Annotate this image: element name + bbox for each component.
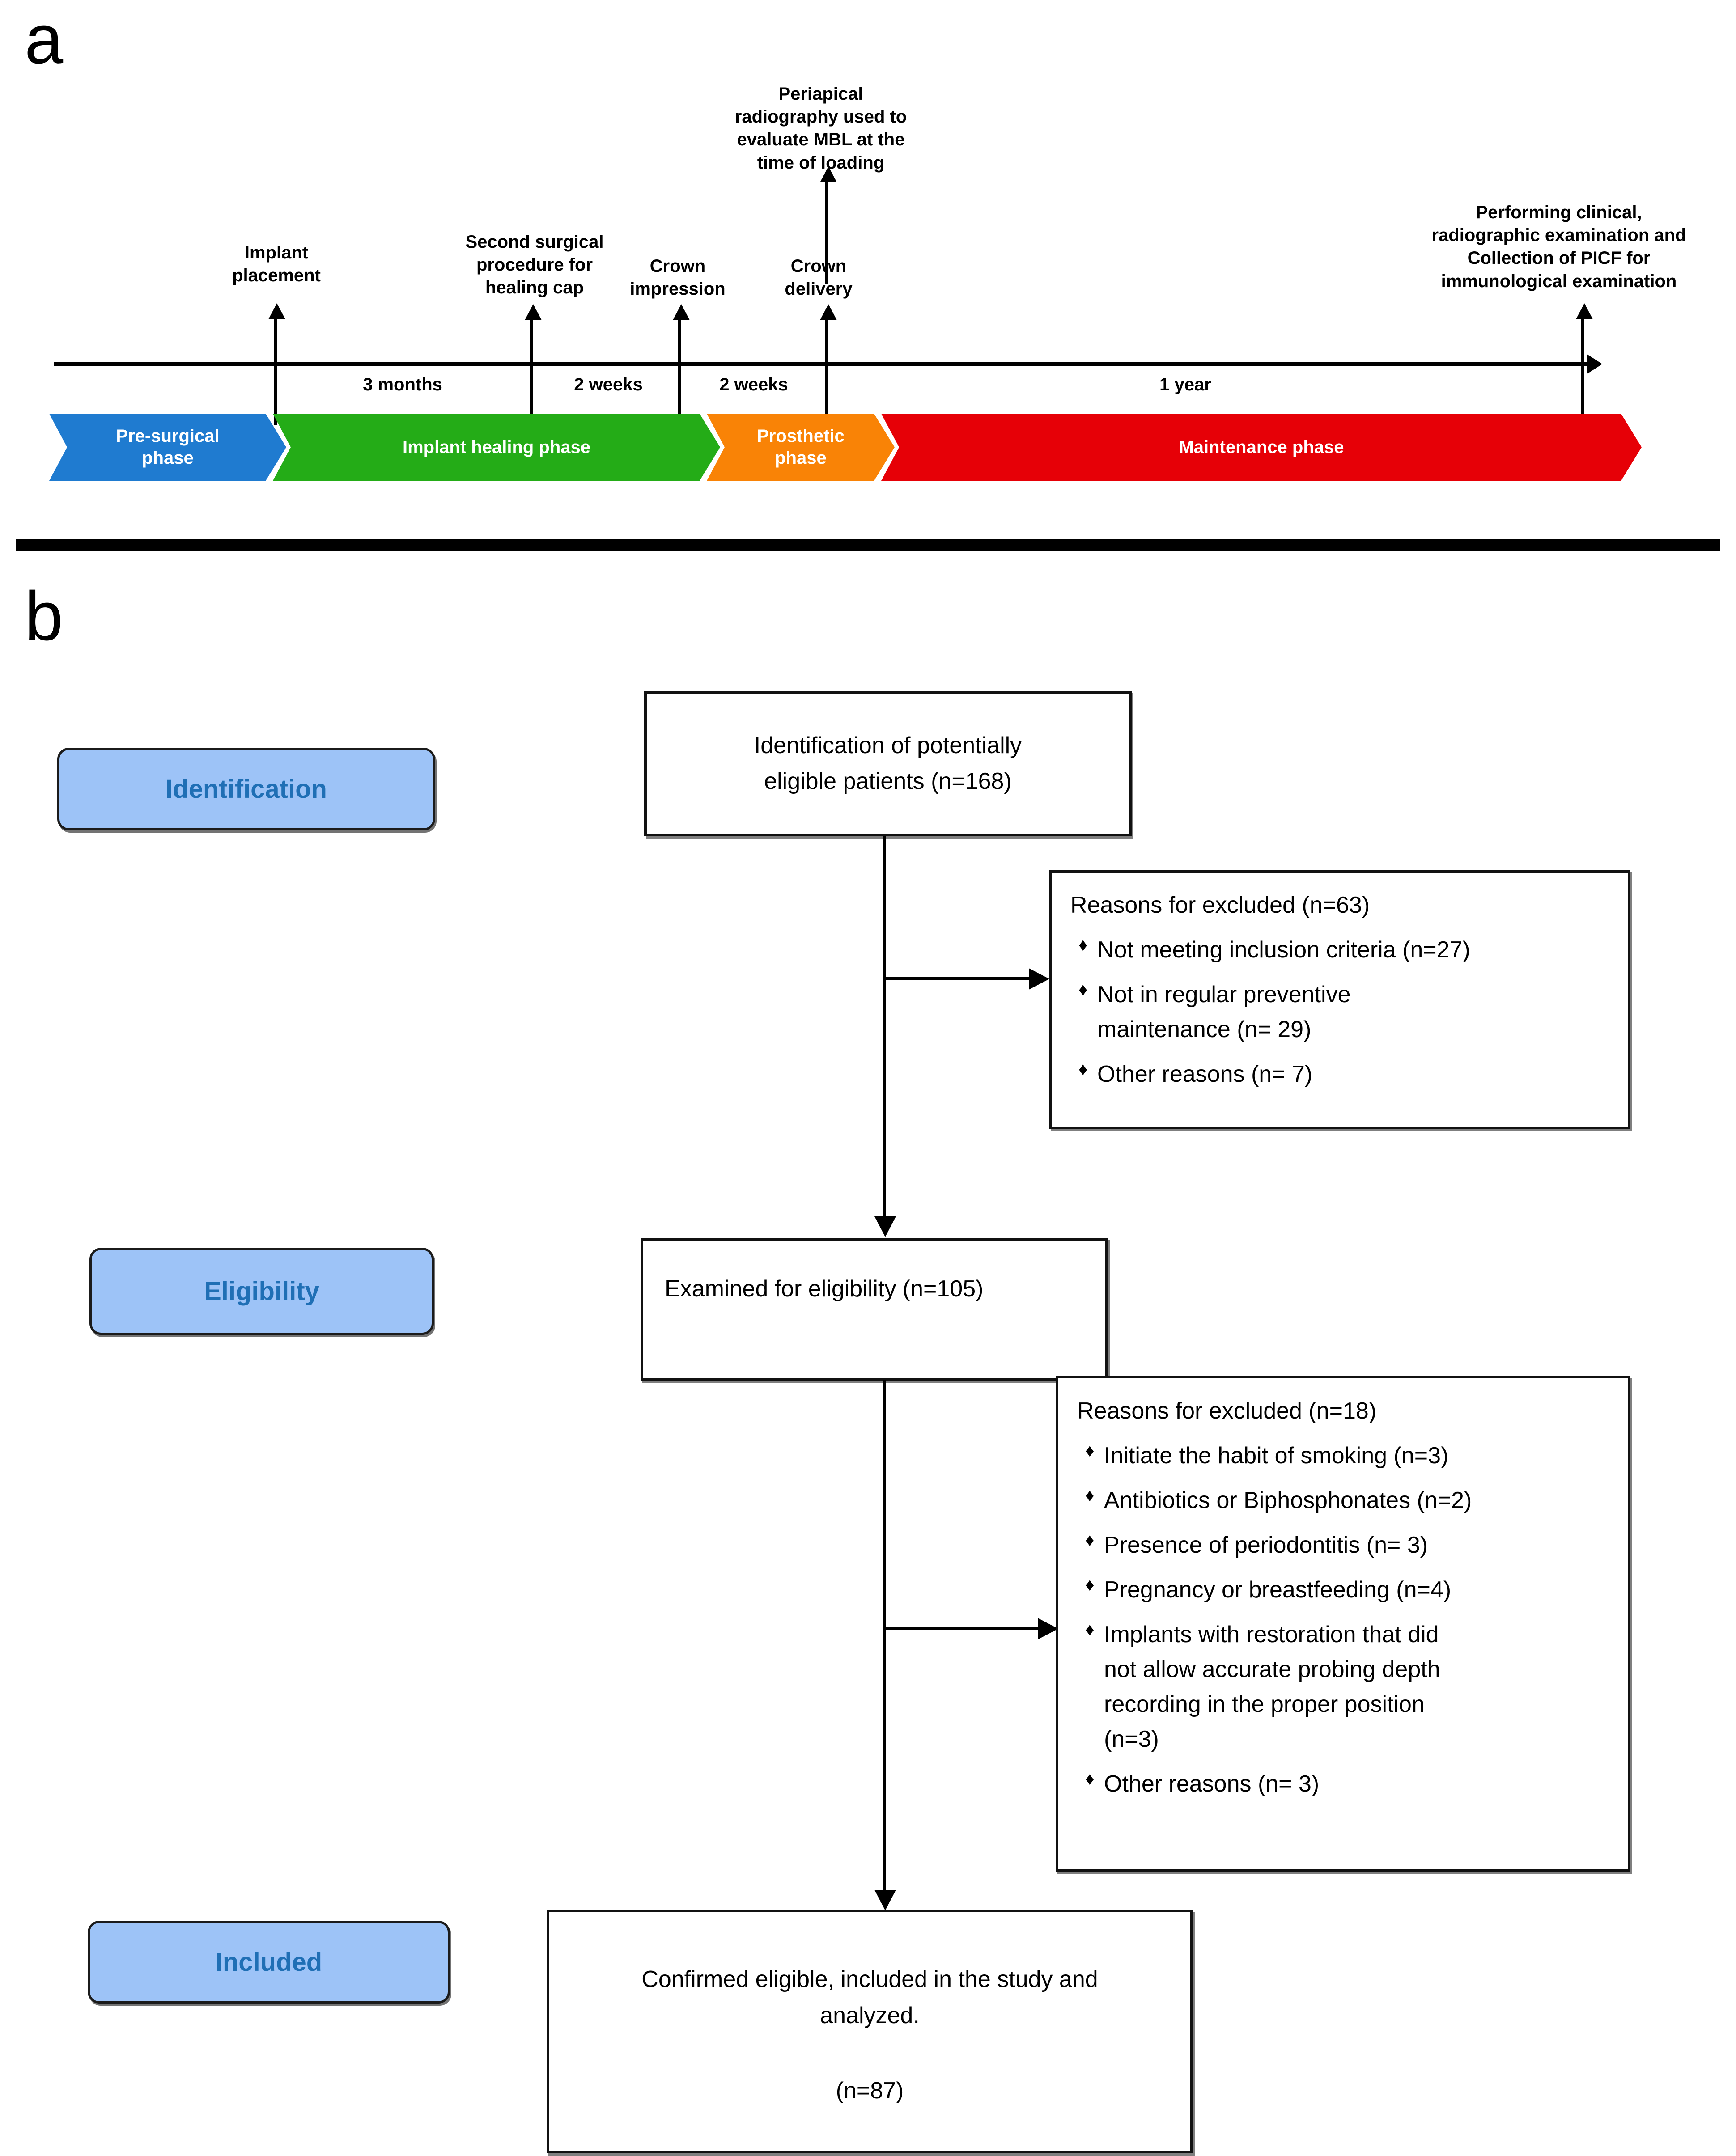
diamond-bullet-icon: ♦ (1085, 1530, 1095, 1550)
list-item: ♦ Antibiotics or Biphosphonates (n=2) (1074, 1483, 1614, 1518)
list-item-text: Antibiotics or Biphosphonates (n=2) (1104, 1487, 1472, 1513)
stage-badge-included-label: Included (215, 1948, 323, 1977)
timeline-duration-2-weeks-1: 2 weeks (574, 375, 643, 394)
timeline-tick-arrow-final-examination (1576, 303, 1593, 319)
timeline-tick-final-examination (1581, 318, 1584, 425)
box-examined-text: Examined for eligibility (n=105) (665, 1276, 984, 1302)
list-item-text: Not in regular preventive maintenance (n… (1097, 982, 1351, 1042)
phase-chevron-prosthetic: Prosthetic phase (707, 414, 895, 481)
connector-identification-to-examined (883, 836, 886, 1216)
box-excluded-1-list: ♦ Not meeting inclusion criteria (n=27) … (1068, 932, 1614, 1092)
timeline-tick-crown-impression (678, 318, 681, 425)
stage-badge-identification[interactable]: Identification (57, 748, 435, 830)
phase-label-implant-healing: Implant healing phase (402, 437, 591, 457)
list-item-text: Not meeting inclusion criteria (n=27) (1097, 937, 1470, 963)
box-excluded-2-heading: Reasons for excluded (n=18) (1077, 1398, 1377, 1424)
timeline-tick-crown-delivery (825, 318, 828, 425)
connector-arrow-to-excluded-2 (1038, 1618, 1058, 1639)
list-item: ♦ Other reasons (n= 7) (1068, 1057, 1614, 1092)
box-included-line-1: Confirmed eligible, included in the stud… (641, 1966, 1098, 1992)
panel-divider (16, 539, 1720, 551)
connector-to-excluded-1 (883, 977, 1031, 980)
box-excluded-2-list: ♦ Initiate the habit of smoking (n=3) ♦ … (1074, 1438, 1614, 1801)
diamond-bullet-icon: ♦ (1078, 935, 1088, 955)
phase-label-pre-surgical: Pre-surgical phase (116, 426, 220, 468)
box-included-analyzed[interactable]: Confirmed eligible, included in the stud… (547, 1910, 1193, 2153)
timeline-label-final-examination: Performing clinical, radiographic examin… (1431, 203, 1686, 291)
phase-chevron-maintenance: Maintenance phase (881, 414, 1642, 481)
panel-b-letter: b (25, 577, 64, 655)
diamond-bullet-icon: ♦ (1085, 1441, 1095, 1461)
connector-to-excluded-2 (883, 1627, 1040, 1630)
list-item: ♦ Pregnancy or breastfeeding (n=4) (1074, 1572, 1614, 1607)
timeline-duration-3-months: 3 months (363, 375, 442, 394)
timeline-tick-arrow-crown-impression (673, 304, 690, 320)
box-identification[interactable]: Identification of potentially eligible p… (644, 691, 1132, 836)
timeline-label-periapical-radiography: Periapical radiography used to evaluate … (734, 84, 907, 173)
diamond-bullet-icon: ♦ (1078, 980, 1088, 1000)
diamond-bullet-icon: ♦ (1085, 1769, 1095, 1789)
box-identification-text: Identification of potentially eligible p… (754, 733, 1022, 794)
list-item: ♦ Implants with restoration that did not… (1074, 1617, 1614, 1757)
connector-examined-to-included (883, 1380, 886, 1890)
list-item: ♦ Presence of periodontitis (n= 3) (1074, 1528, 1614, 1563)
timeline-duration-1-year: 1 year (1159, 375, 1211, 394)
stage-badge-identification-label: Identification (166, 775, 327, 804)
stage-badge-included[interactable]: Included (88, 1921, 450, 2004)
list-item-text: Other reasons (n= 7) (1097, 1061, 1313, 1087)
box-examined-for-eligibility[interactable]: Examined for eligibility (n=105) (641, 1238, 1108, 1381)
stage-badge-eligibility[interactable]: Eligibility (89, 1248, 434, 1335)
timeline-label-implant-placement: Implant placement (232, 243, 321, 286)
panel-a-letter: a (25, 0, 64, 78)
timeline-tick-arrow-second-surgical (525, 304, 542, 320)
timeline-label-crown-delivery: Crown delivery (785, 256, 853, 299)
list-item-text: Implants with restoration that did not a… (1104, 1622, 1440, 1752)
phase-label-prosthetic: Prosthetic phase (757, 426, 845, 468)
timeline-axis-arrowhead (1587, 354, 1602, 374)
timeline-tick-implant-placement (274, 318, 277, 425)
diamond-bullet-icon: ♦ (1078, 1059, 1088, 1079)
list-item-text: Presence of periodontitis (n= 3) (1104, 1532, 1428, 1558)
connector-arrow-to-included (874, 1890, 896, 1910)
phase-label-maintenance: Maintenance phase (1179, 437, 1344, 457)
list-item: ♦ Initiate the habit of smoking (n=3) (1074, 1438, 1614, 1473)
timeline-tick-arrow-periapical (820, 166, 837, 182)
timeline-tick-periapical (825, 181, 828, 284)
timeline-tick-arrow-crown-delivery (820, 304, 837, 320)
box-included-line-2: analyzed. (820, 2002, 920, 2029)
diamond-bullet-icon: ♦ (1085, 1575, 1095, 1595)
diamond-bullet-icon: ♦ (1085, 1620, 1095, 1639)
box-included-count: (n=87) (836, 2078, 904, 2104)
timeline-label-crown-impression: Crown impression (630, 256, 726, 299)
timeline-duration-2-weeks-2: 2 weeks (719, 375, 788, 394)
stage-badge-eligibility-label: Eligibility (204, 1277, 319, 1306)
list-item-text: Initiate the habit of smoking (n=3) (1104, 1443, 1449, 1469)
diamond-bullet-icon: ♦ (1085, 1486, 1095, 1505)
box-excluded-reasons-1[interactable]: Reasons for excluded (n=63) ♦ Not meetin… (1049, 870, 1630, 1129)
list-item-text: Pregnancy or breastfeeding (n=4) (1104, 1577, 1452, 1603)
connector-arrow-to-excluded-1 (1029, 968, 1049, 990)
box-excluded-reasons-2[interactable]: Reasons for excluded (n=18) ♦ Initiate t… (1056, 1376, 1630, 1872)
phase-chevron-row: Pre-surgical phase Implant healing phase… (49, 414, 1642, 481)
timeline-tick-second-surgical (530, 318, 533, 425)
box-excluded-1-heading: Reasons for excluded (n=63) (1070, 892, 1370, 918)
timeline-tick-arrow-implant-placement (268, 303, 285, 319)
list-item: ♦ Other reasons (n= 3) (1074, 1766, 1614, 1801)
list-item: ♦ Not meeting inclusion criteria (n=27) (1068, 932, 1614, 967)
list-item: ♦ Not in regular preventive maintenance … (1068, 977, 1614, 1047)
list-item-text: Other reasons (n= 3) (1104, 1771, 1320, 1797)
phase-chevron-implant-healing: Implant healing phase (273, 414, 720, 481)
timeline-label-second-surgical: Second surgical procedure for healing ca… (465, 232, 604, 298)
connector-arrow-to-examined (874, 1216, 896, 1237)
timeline-axis (54, 362, 1588, 366)
phase-chevron-pre-surgical: Pre-surgical phase (49, 414, 286, 481)
